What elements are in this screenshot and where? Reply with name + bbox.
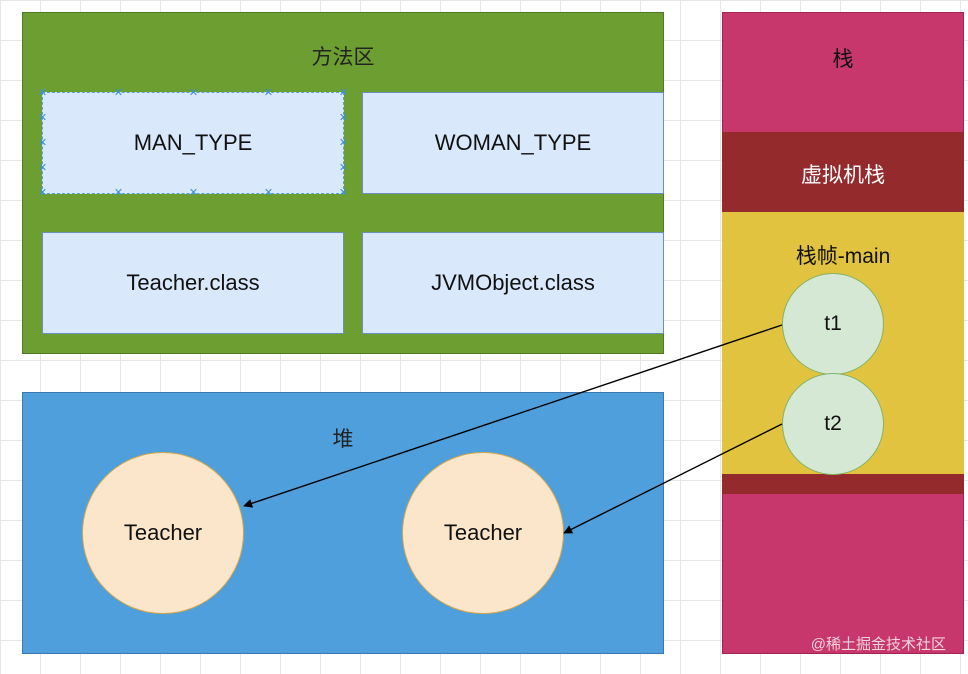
heap-object-1-label: Teacher [123,520,203,545]
variable-t2-label: t2 [824,412,842,435]
selection-handle[interactable]: ✕ [338,112,349,124]
vm-stack-title: 虚拟机栈 [801,164,885,187]
selection-handle[interactable]: ✕ [188,87,199,99]
arrow-t1-to-teacher-1[interactable] [243,324,783,508]
heap-object-2-label: Teacher [443,520,523,545]
selection-handle[interactable]: ✕ [263,187,274,199]
heap-object-1[interactable]: Teacher [82,452,244,614]
selection-handle[interactable]: ✕ [37,137,48,149]
heap-title: 堆 [332,428,354,451]
class-teacher-label: Teacher.class [126,270,260,295]
stack-title: 栈 [832,48,854,71]
selection-handle[interactable]: ✕ [338,187,349,199]
selection-handle[interactable]: ✕ [338,137,349,149]
selection-handle[interactable]: ✕ [37,162,48,174]
class-man-type[interactable]: MAN_TYPE [42,92,344,194]
watermark: @稀土掘金技术社区 [810,636,946,653]
class-woman-type-label: WOMAN_TYPE [434,130,592,155]
selection-handle[interactable]: ✕ [37,87,48,99]
class-man-type-label: MAN_TYPE [133,130,253,155]
selection-handle[interactable]: ✕ [263,87,274,99]
selection-handle[interactable]: ✕ [37,112,48,124]
variable-t1-label: t1 [824,312,842,335]
selection-handle[interactable]: ✕ [113,87,124,99]
variable-t1[interactable]: t1 [782,273,884,375]
heap-object-2[interactable]: Teacher [402,452,564,614]
method-area-title: 方法区 [311,46,375,69]
class-teacher[interactable]: Teacher.class [42,232,344,334]
selection-handle[interactable]: ✕ [188,187,199,199]
class-woman-type[interactable]: WOMAN_TYPE [362,92,664,194]
selection-handle[interactable]: ✕ [113,187,124,199]
arrow-t2-to-teacher-2[interactable] [563,423,783,534]
class-jvmobject[interactable]: JVMObject.class [362,232,664,334]
selection-handle[interactable]: ✕ [37,187,48,199]
selection-handle[interactable]: ✕ [338,162,349,174]
selection-handle[interactable]: ✕ [338,87,349,99]
stack-frame-title: 栈帧-main [795,245,891,268]
class-jvmobject-label: JVMObject.class [431,270,595,295]
variable-t2[interactable]: t2 [782,373,884,475]
